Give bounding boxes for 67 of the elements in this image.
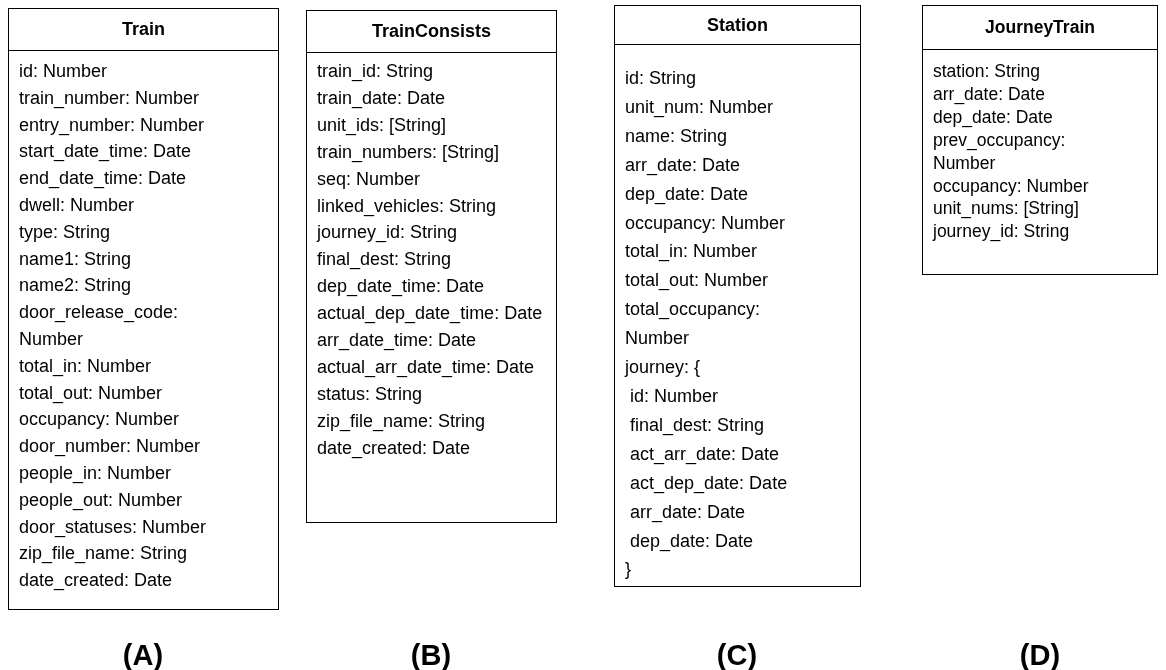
field-text: seq: Number [317,167,421,191]
field-text: id: String [625,67,697,90]
field-text: dwell: Number [19,194,135,217]
entity-box [614,5,861,587]
entity-box [922,5,1158,275]
field-text: train_date: Date [317,86,446,111]
field-text: journey_id: String [933,220,1070,244]
field-text: zip_file_name: String [19,542,188,566]
field-text: unit_nums: [String] [933,197,1079,221]
field-text: journey_id: String [317,221,458,245]
field-text: journey: { [625,356,701,380]
field-text: dep_date: Date [629,529,754,554]
field-text: id: Number [19,60,108,83]
field-text: train_number: Number [19,86,200,111]
field-text: total_out: Number [19,381,163,406]
field-text: occupancy: Number [933,174,1089,198]
field-text: people_in: Number [19,461,172,486]
field-text: } [625,558,631,582]
panel-label: (C) [716,638,758,670]
field-text: station: String [933,60,1040,83]
field-text: people_out: Number [19,488,183,513]
field-text: actual_dep_date_time: Date [317,302,543,326]
field-text: arr_date_time: Date [317,329,477,353]
field-text: act_dep_date: Date [629,471,788,496]
field-text: zip_file_name: String [317,409,486,434]
field-text: arr_date: Date [933,82,1045,106]
field-text: act_arr_date: Date [629,442,780,467]
entity-title: Train [122,19,165,40]
field-text: status: String [317,382,423,406]
panel-label: (D) [1019,638,1061,670]
field-text: name1: String [19,247,132,271]
field-text: unit_num: Number [625,95,774,120]
field-text: door_statuses: Number [19,515,207,540]
field-text: total_in: Number [19,354,152,379]
field-text: train_numbers: [String] [317,140,500,165]
field-text: entry_number: Number [19,113,205,138]
field-text: date_created: Date [317,436,471,461]
field-text: id: Number [629,384,719,408]
field-text: final_dest: String [317,248,452,272]
entity-title: Station [707,14,768,36]
field-text: name: String [625,124,728,148]
field-text: actual_arr_date_time: Date [317,355,535,380]
field-text: end_date_time: Date [19,167,187,191]
field-text: final_dest: String [629,413,765,438]
field-text: arr_date: Date [625,153,741,178]
entity-box [8,8,279,610]
panel-label: (A) [122,638,164,670]
entity-box [306,10,557,523]
field-text: linked_vehicles: String [317,194,497,219]
field-text: start_date_time: Date [19,140,192,164]
field-text: total_in: Number [625,240,758,264]
field-text: total_out: Number [625,269,769,293]
field-text: occupancy: Number [625,211,786,235]
field-text: name2: String [19,274,132,298]
field-text: door_number: Number [19,435,201,459]
entity-title: JourneyTrain [985,17,1095,38]
field-text: date_created: Date [19,569,173,593]
entity-title: TrainConsists [372,21,491,42]
field-text: occupancy: Number [19,408,180,432]
field-text: train_id: String [317,60,434,84]
panel-label: (B) [410,638,452,670]
field-text: arr_date: Date [629,500,746,525]
field-text: dep_date: Date [933,105,1053,129]
field-text: dep_date: Date [625,182,749,207]
field-text: type: String [19,220,111,244]
field-text: unit_ids: [String] [317,113,447,138]
field-text: dep_date_time: Date [317,275,485,299]
